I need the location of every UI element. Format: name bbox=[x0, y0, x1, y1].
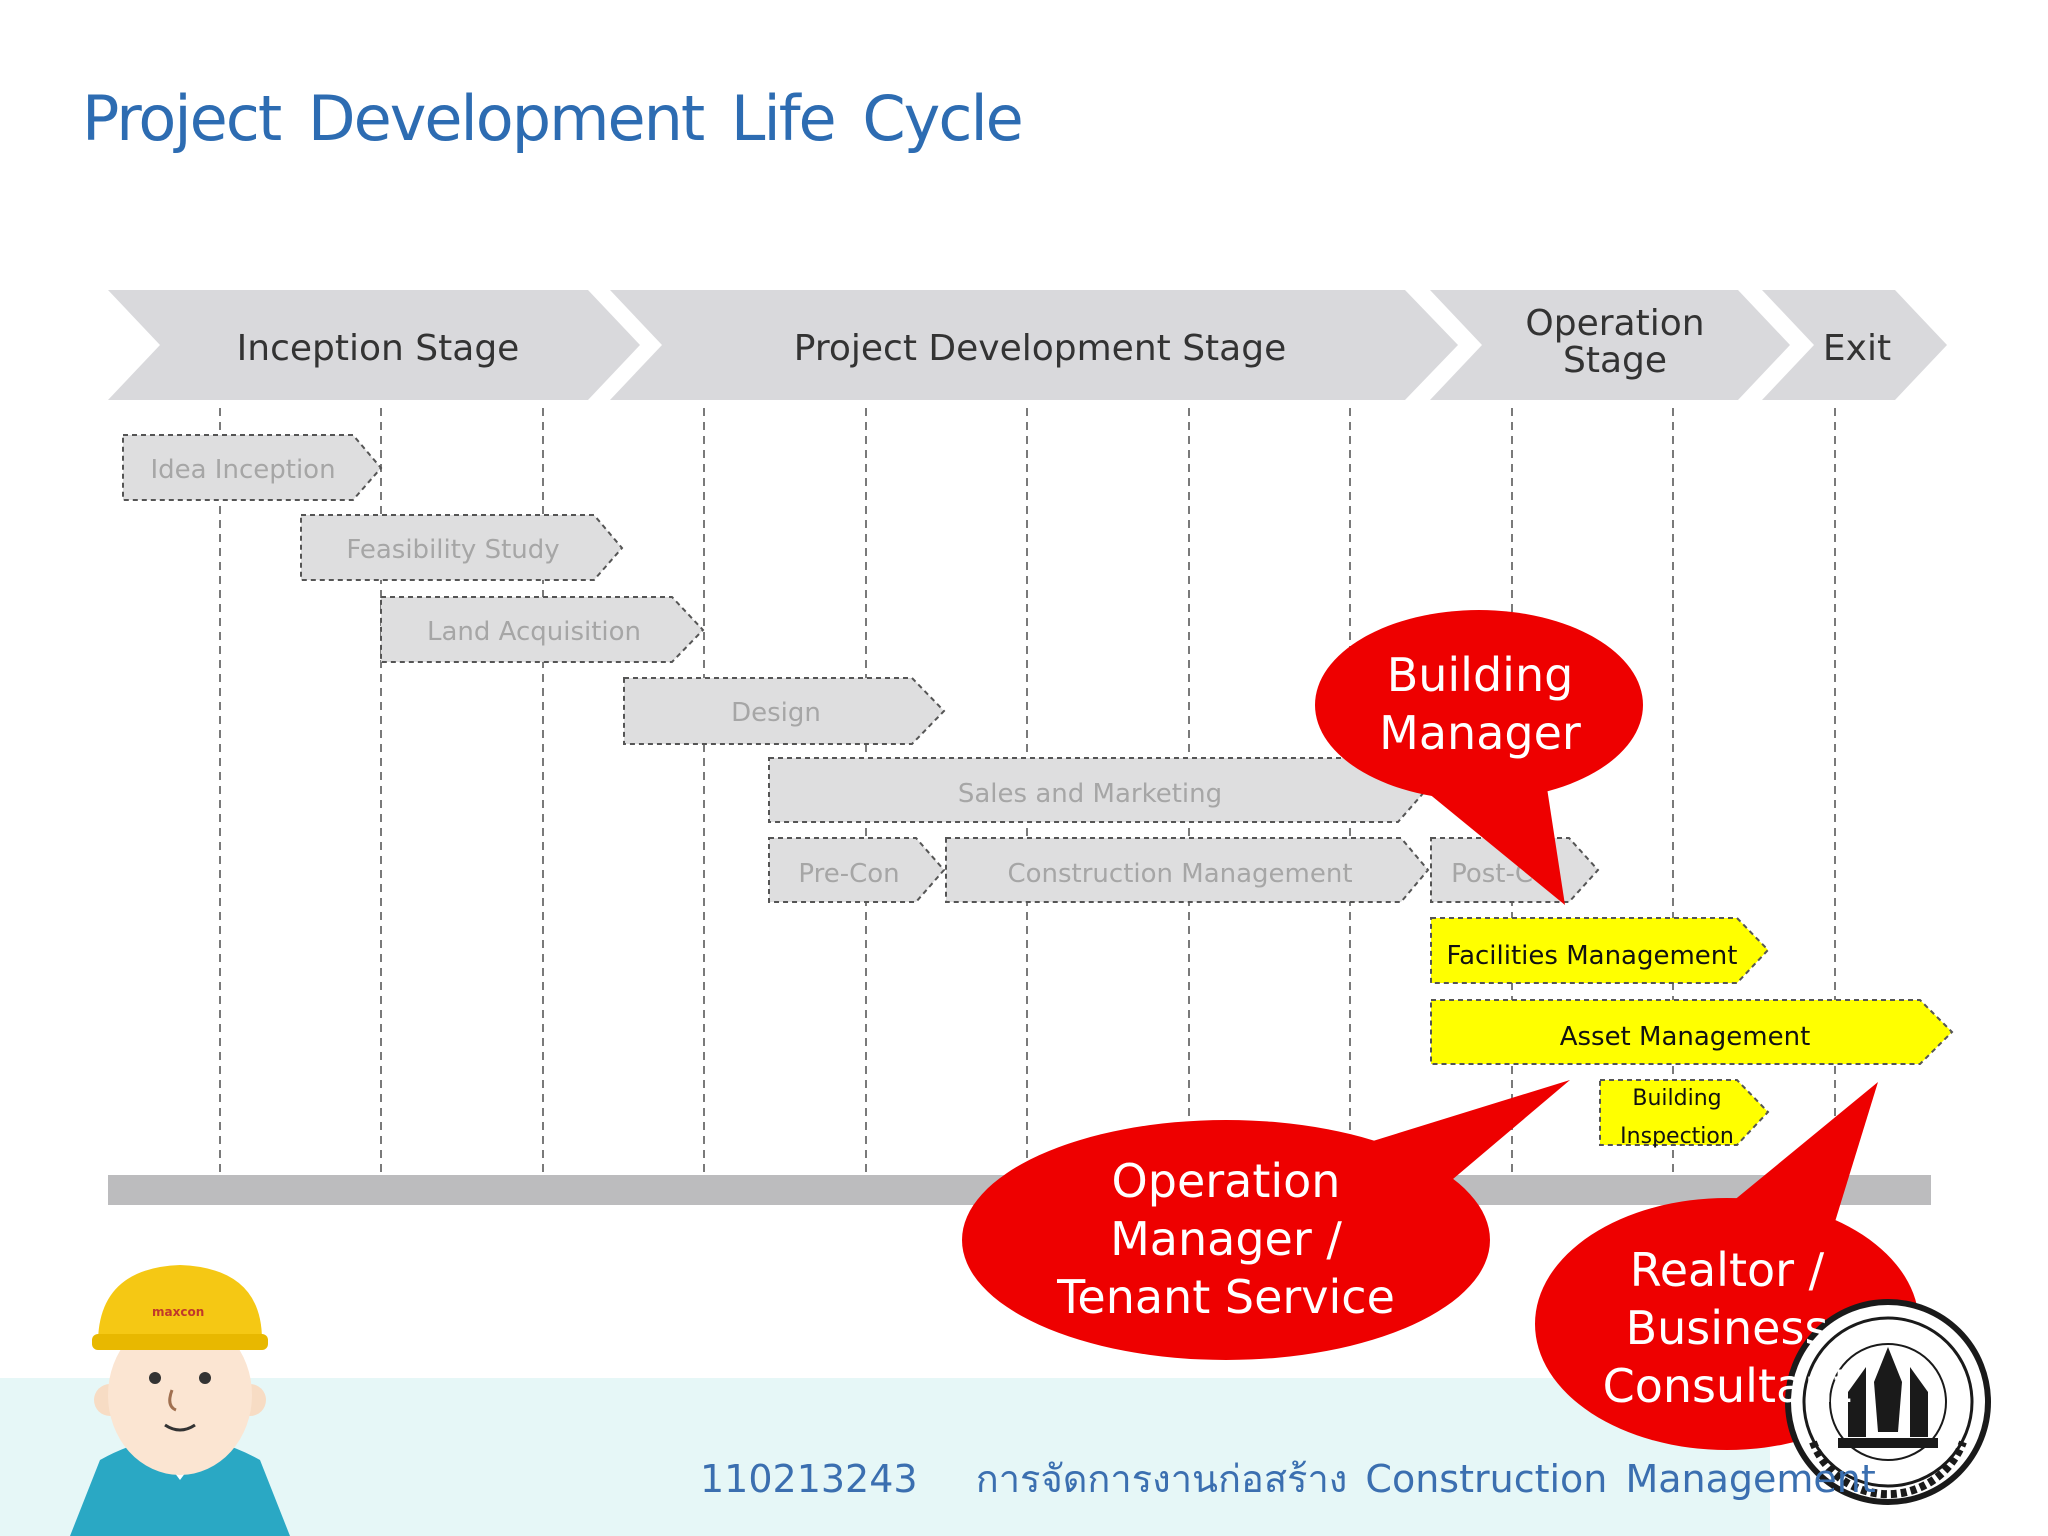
activity-label: Design bbox=[731, 698, 821, 728]
stage-label-exit: Exit bbox=[1823, 328, 1891, 369]
course-code: 110213243 bbox=[700, 1457, 918, 1501]
activity-facilities-management bbox=[1430, 917, 1770, 984]
activity-label: Inspection bbox=[1620, 1124, 1734, 1149]
activity-asset-management bbox=[1430, 999, 1954, 1065]
callout-building-manager-text: Building Manager bbox=[1340, 646, 1620, 762]
activity-design bbox=[623, 677, 946, 745]
callout-line: Tenant Service bbox=[1057, 1270, 1395, 1324]
callout-building-manager bbox=[1315, 610, 1643, 905]
stage-label-inception: Inception Stage bbox=[237, 328, 520, 369]
footer-course-line: 110213243 การจัดการงานก่อสร้าง Construct… bbox=[700, 1448, 1876, 1509]
stage-label-operation-2: Stage bbox=[1563, 340, 1667, 381]
activity-pre-con bbox=[768, 837, 946, 903]
callout-operation-manager bbox=[962, 1080, 1570, 1360]
activity-label: Sales and Marketing bbox=[958, 779, 1222, 809]
page-title: Project Development Life Cycle bbox=[82, 82, 1024, 155]
callout-line: Manager / bbox=[1110, 1212, 1342, 1266]
activity-label: Facilities Management bbox=[1447, 941, 1738, 971]
activity-land-acquisition bbox=[380, 596, 705, 663]
stage-chevron-operation bbox=[1430, 290, 1790, 400]
activity-label: Construction Management bbox=[1007, 859, 1352, 889]
activity-label: Asset Management bbox=[1560, 1022, 1811, 1052]
activity-sales-marketing bbox=[768, 757, 1428, 823]
callout-line: Building bbox=[1386, 648, 1574, 702]
activity-idea-inception bbox=[122, 434, 383, 501]
course-name: การจัดการงานก่อสร้าง Construction Manage… bbox=[975, 1457, 1876, 1501]
callout-operation-manager-text: Operation Manager / Tenant Service bbox=[1026, 1152, 1426, 1326]
stage-chevron-inception bbox=[108, 290, 640, 400]
activity-feasibility-study bbox=[300, 514, 624, 581]
activity-label: Feasibility Study bbox=[346, 535, 559, 565]
stage-chevrons bbox=[108, 290, 1947, 400]
stage-label-development: Project Development Stage bbox=[794, 328, 1286, 369]
university-seal bbox=[1785, 1299, 1991, 1505]
activity-label: Building bbox=[1632, 1086, 1721, 1111]
callout-line: Operation bbox=[1111, 1154, 1341, 1208]
activity-label: Pre-Con bbox=[798, 859, 899, 889]
activity-label: Idea Inception bbox=[150, 455, 335, 485]
callout-line: Business bbox=[1625, 1301, 1829, 1355]
callout-line: Manager bbox=[1379, 706, 1581, 760]
helmet-brand-label: maxcon bbox=[152, 1305, 205, 1319]
callout-line: Realtor / bbox=[1629, 1243, 1825, 1297]
worker-mascot bbox=[70, 1265, 290, 1536]
footer-band bbox=[0, 1378, 1770, 1536]
stage-chevron-development bbox=[610, 290, 1458, 400]
stage-chevron-exit bbox=[1762, 290, 1947, 400]
callout-realtor-text: Realtor / Business Consultant bbox=[1567, 1241, 1887, 1415]
callout-line: Consultant bbox=[1602, 1359, 1852, 1413]
activity-building-inspection bbox=[1599, 1079, 1770, 1146]
activity-label: Land Acquisition bbox=[427, 617, 641, 647]
activity-construction-management bbox=[945, 837, 1430, 903]
stage-label-operation-1: Operation bbox=[1525, 303, 1704, 344]
